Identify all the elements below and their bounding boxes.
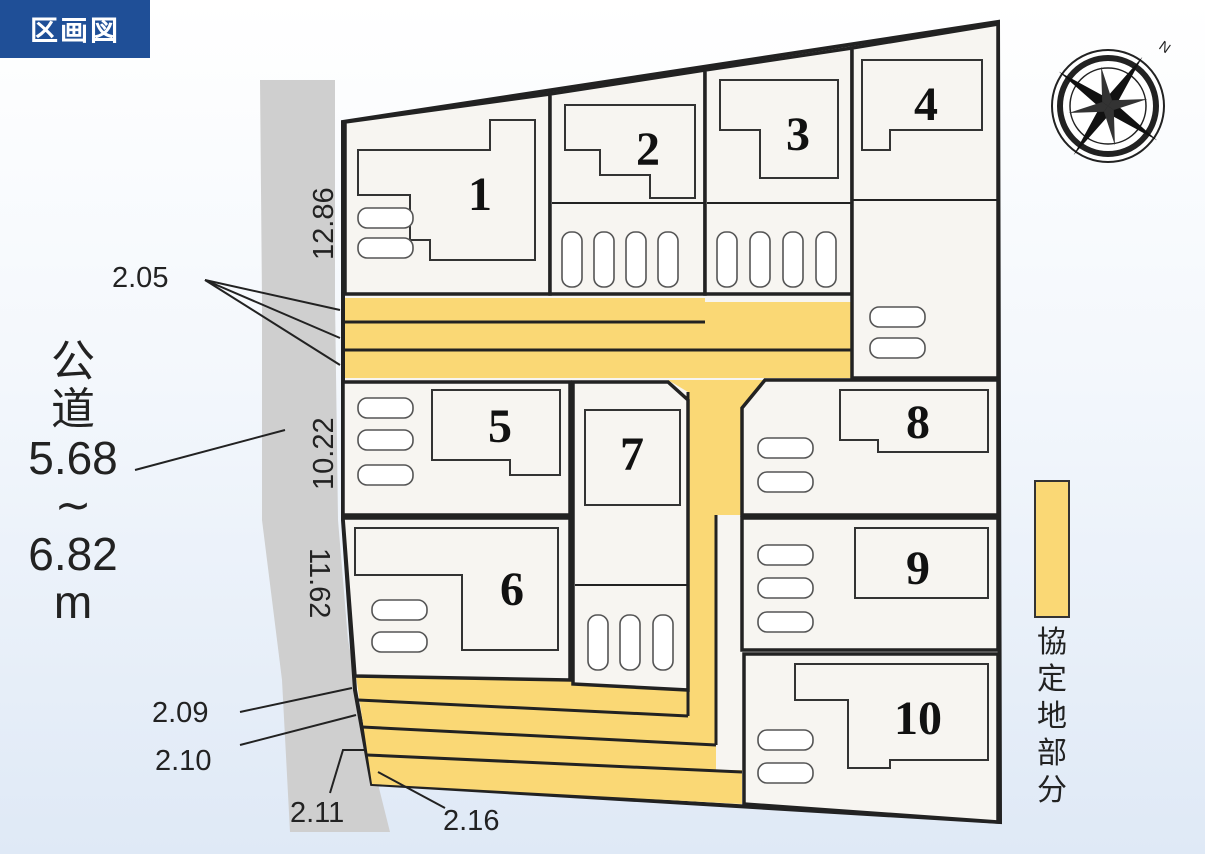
parking-cars bbox=[357, 207, 926, 784]
lot-6[interactable] bbox=[341, 516, 572, 682]
legend-char: 地 bbox=[1037, 699, 1067, 734]
shared-driveway-spine bbox=[356, 380, 765, 804]
public-road bbox=[260, 80, 390, 832]
lot-number-9: 9 bbox=[906, 542, 930, 595]
lot-number-8: 8 bbox=[906, 396, 930, 449]
dimension-2-05: 2.05 bbox=[112, 262, 168, 294]
legend-char: 部 bbox=[1037, 736, 1067, 771]
dimension-2-16: 2.16 bbox=[443, 805, 499, 837]
dimension-10-22: 10.22 bbox=[308, 417, 340, 490]
dimension-2-09: 2.09 bbox=[152, 697, 208, 729]
lot-number-5: 5 bbox=[488, 400, 512, 453]
dimension-2-10: 2.10 bbox=[155, 745, 211, 777]
road-width-unit: m bbox=[53, 576, 93, 628]
legend-char: 協 bbox=[1037, 625, 1067, 660]
lot-number-6: 6 bbox=[500, 563, 524, 616]
leader-lines bbox=[134, 279, 446, 809]
lot-number-7: 7 bbox=[620, 428, 644, 481]
dimension-12-86: 12.86 bbox=[308, 187, 340, 260]
road-label: 公 道 5.68 ~ 6.82 m bbox=[18, 336, 128, 628]
compass-north-label: N bbox=[1156, 37, 1173, 56]
compass-icon: N bbox=[1051, 37, 1174, 163]
dimension-11-62: 11.62 bbox=[303, 548, 335, 618]
lot-7[interactable] bbox=[571, 380, 690, 692]
road-width-from: 5.68 bbox=[28, 432, 118, 484]
lot-number-2: 2 bbox=[636, 123, 660, 176]
page-title: 区画図 bbox=[0, 0, 150, 58]
legend-label: 協 定 地 部 分 bbox=[1030, 624, 1074, 809]
legend-char: 定 bbox=[1037, 662, 1067, 697]
lot-number-10: 10 bbox=[894, 692, 942, 745]
road-label-line2: 道 bbox=[51, 384, 95, 435]
road-width-tilde: ~ bbox=[54, 480, 92, 531]
shared-driveway-upper bbox=[345, 298, 852, 378]
lot-4[interactable] bbox=[850, 21, 1000, 380]
legend-swatch bbox=[1034, 480, 1070, 618]
road-width-to: 6.82 bbox=[28, 528, 118, 580]
lot-number-3: 3 bbox=[786, 108, 810, 161]
lot-number-1: 1 bbox=[468, 168, 492, 221]
lot-number-4: 4 bbox=[914, 78, 938, 131]
dimension-2-11: 2.11 bbox=[290, 797, 344, 829]
lot-1[interactable] bbox=[343, 91, 552, 296]
road-label-line1: 公 bbox=[51, 336, 95, 387]
legend-char: 分 bbox=[1037, 773, 1067, 808]
